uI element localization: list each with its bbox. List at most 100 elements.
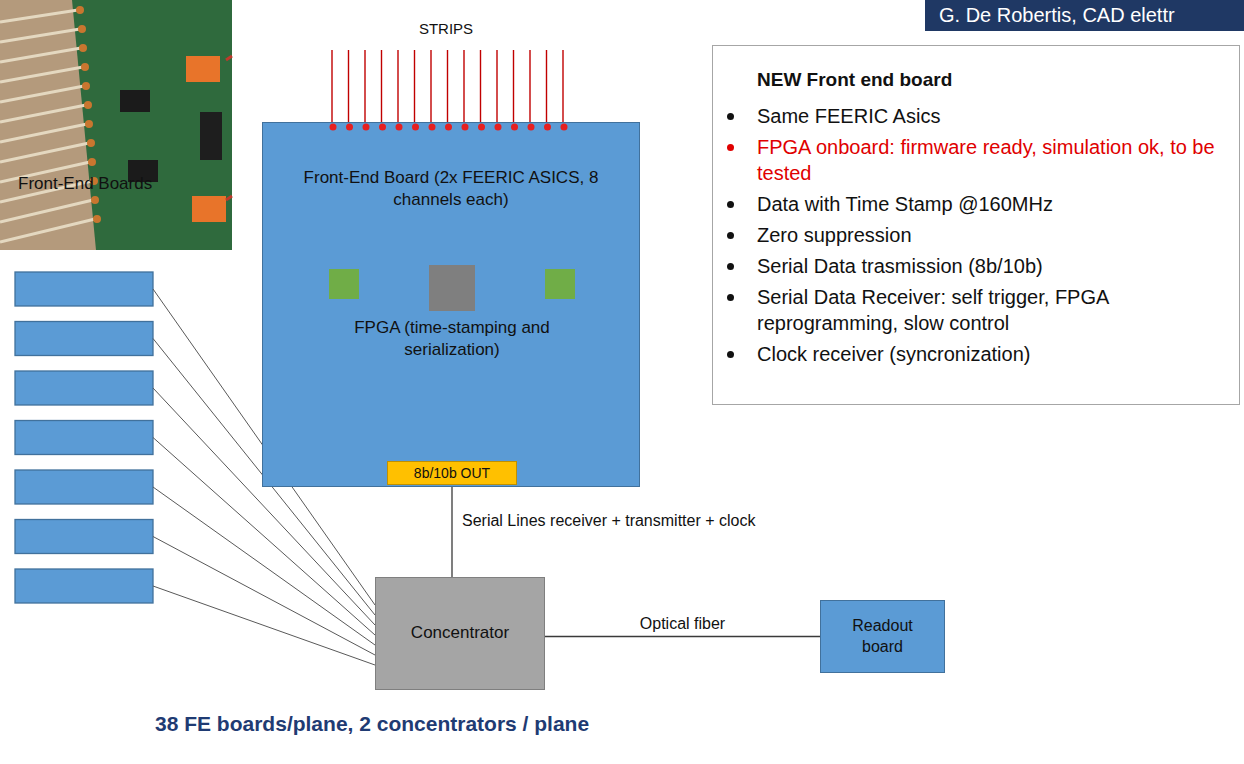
fe-board-box <box>15 569 153 603</box>
fe-board-stack <box>15 272 153 603</box>
list-item: Clock receiver (syncronization) <box>757 341 1219 367</box>
strip-line <box>381 50 382 122</box>
photo-pad <box>82 82 90 90</box>
list-item: Serial Data trasmission (8b/10b) <box>757 253 1219 279</box>
bullet-dot <box>727 144 734 151</box>
bullet-dot <box>727 232 734 239</box>
fe-board-box <box>15 371 153 405</box>
photo-strip <box>0 67 83 82</box>
strip-line <box>364 50 365 122</box>
strip-line <box>562 50 563 122</box>
photo-connector <box>192 196 226 222</box>
strip-line <box>331 50 332 122</box>
strip-line <box>430 50 431 122</box>
strip-line <box>529 50 530 122</box>
photo-pad <box>85 120 93 128</box>
strip-contact <box>544 124 551 131</box>
fe-boards-label: Front-End Boards <box>18 174 152 194</box>
photo-pad <box>76 6 84 14</box>
photo-connector <box>186 56 220 82</box>
front-end-board: Front-End Board (2x FEERIC ASICS, 8 chan… <box>262 122 640 487</box>
caption-note: 38 FE boards/plane, 2 concentrators / pl… <box>155 712 589 736</box>
list-item: Data with Time Stamp @160MHz <box>757 191 1219 217</box>
bullet-dot <box>727 201 734 208</box>
photo-pcb <box>72 0 232 250</box>
photo-pad <box>78 25 86 33</box>
fe-board-box <box>15 272 153 306</box>
readout-label: Readout board <box>840 616 926 658</box>
output-label: 8b/10b OUT <box>414 464 490 482</box>
photo-connector <box>200 112 222 160</box>
bullet-dot <box>727 351 734 358</box>
photo-wire <box>226 56 232 60</box>
strip-line <box>513 50 514 122</box>
strip-contact <box>495 124 502 131</box>
strip-line <box>496 50 497 122</box>
photo-strip <box>0 29 80 42</box>
fpga-chip: FPGA (time-stamping and serialization) <box>323 265 581 365</box>
photo-strip <box>0 105 86 122</box>
list-item: Serial Data Receiver: self trigger, FPGA… <box>757 284 1219 336</box>
serial-wire <box>153 586 375 665</box>
list-item: Zero suppression <box>757 222 1219 248</box>
photo-pad <box>93 215 101 223</box>
feeric-asic <box>329 269 359 299</box>
photo-wire <box>226 196 232 200</box>
photo-strips <box>0 10 95 242</box>
photo-strip <box>0 86 84 102</box>
strip-contact <box>445 124 452 131</box>
list-heading: NEW Front end board <box>757 68 1219 93</box>
strip-contact <box>330 124 337 131</box>
strip-line <box>480 50 481 122</box>
board-photo <box>0 0 232 250</box>
strip-contact <box>429 124 436 131</box>
strip-line <box>546 50 547 122</box>
bullet-dot <box>727 263 734 270</box>
concentrator-box: Concentrator <box>375 577 545 690</box>
photo-strip <box>0 143 89 162</box>
photo-strip <box>0 124 87 142</box>
photo-chip <box>120 90 150 112</box>
readout-board-box: Readout board <box>820 600 945 673</box>
serial-output: 8b/10b OUT <box>387 461 517 485</box>
strips-label: STRIPS <box>419 20 473 37</box>
strip-line <box>414 50 415 122</box>
photo-background <box>0 0 232 250</box>
strip-line <box>348 50 349 122</box>
strip-contacts <box>330 124 568 131</box>
strip-lines <box>332 50 563 122</box>
fe-board-box <box>15 470 153 504</box>
connector-line <box>451 485 452 577</box>
photo-pad <box>88 158 96 166</box>
photo-strip <box>0 10 78 22</box>
photo-strip <box>0 219 95 242</box>
strip-contact <box>379 124 386 131</box>
feature-list-box: NEW Front end boardSame FEERIC AsicsFPGA… <box>712 45 1240 405</box>
photo-strip <box>0 48 81 62</box>
strip-contact <box>346 124 353 131</box>
strip-line <box>447 50 448 122</box>
strip-contact <box>412 124 419 131</box>
strip-contact <box>396 124 403 131</box>
strip-contact <box>528 124 535 131</box>
bullet-dot <box>727 113 734 120</box>
fe-board-box <box>15 421 153 455</box>
strip-contact <box>561 124 568 131</box>
author-banner: G. De Robertis, CAD elettr <box>925 0 1244 31</box>
connector-label: Optical fiber <box>640 615 725 633</box>
serial-wire <box>153 537 375 656</box>
feeric-asic <box>545 269 575 299</box>
photo-strip <box>0 200 93 222</box>
photo-pad <box>84 101 92 109</box>
fe-board-box <box>15 520 153 554</box>
strip-contact <box>462 124 469 131</box>
concentrator-label: Concentrator <box>411 622 509 644</box>
strip-line <box>463 50 464 122</box>
fpga-label: FPGA (time-stamping and serialization) <box>332 317 572 361</box>
strip-contact <box>478 124 485 131</box>
strip-line <box>397 50 398 122</box>
strip-contact <box>363 124 370 131</box>
connector-line <box>545 636 820 637</box>
serial-wire <box>153 487 375 645</box>
